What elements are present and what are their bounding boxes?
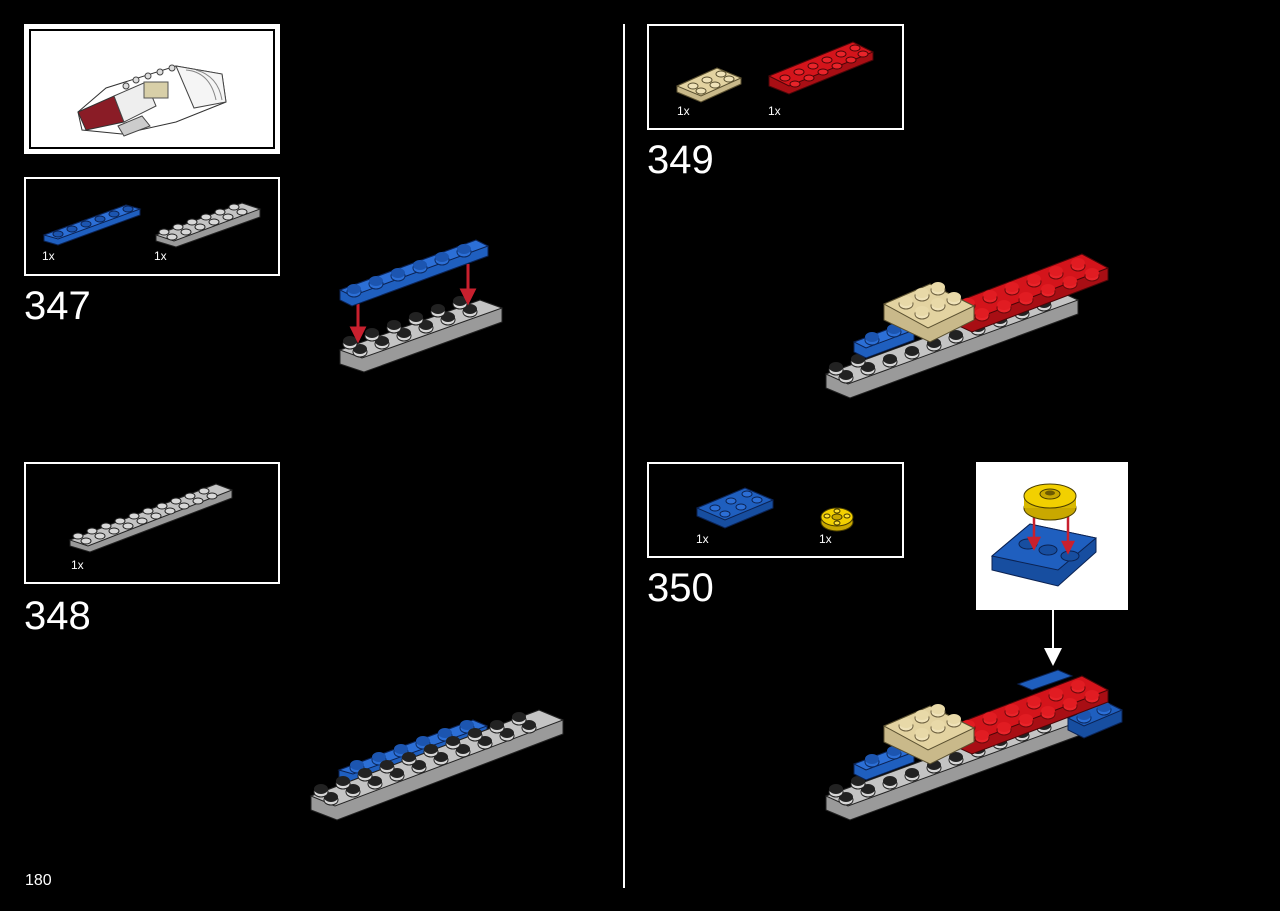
grey-plate-2x6: [154, 202, 262, 248]
model-preview: [24, 24, 280, 154]
step-350-number: 350: [647, 566, 714, 610]
step-349-build-image: [824, 253, 1110, 399]
step-347-parts-box: 1x 1x: [24, 177, 280, 276]
step-347-parts-image: [42, 202, 262, 248]
step-349-number: 349: [647, 138, 714, 182]
red-plate-2x6: [767, 41, 875, 95]
step-349-parts-image: [675, 41, 875, 103]
preview-frame: [29, 29, 275, 149]
yellow-round-plate-2x2: [820, 507, 854, 532]
tan-plate-2x3: [675, 67, 743, 103]
step-349-qty-red: 1x: [768, 104, 781, 118]
step-350-subassembly-image: [990, 483, 1098, 587]
blue-plate-1x6: [42, 204, 142, 246]
step-348-build-image: [309, 709, 565, 821]
step-350-parts-image: [695, 487, 854, 532]
model-preview-image: [77, 64, 227, 137]
step-347-qty-blue: 1x: [42, 249, 55, 263]
step-350-parts-box: 1x 1x: [647, 462, 904, 558]
step-350-subassembly-inset: [976, 462, 1128, 610]
step-349-parts-box: 1x 1x: [647, 24, 904, 130]
step-347-build-image: [338, 239, 504, 373]
blue-plate-2x3: [695, 487, 775, 529]
step-347-qty-grey: 1x: [154, 249, 167, 263]
step-350-qty-yellow: 1x: [819, 532, 832, 546]
step-350-qty-blue: 1x: [696, 532, 709, 546]
step-350-build-image: [824, 669, 1124, 821]
step-348-number: 348: [24, 594, 91, 638]
page-divider: [623, 24, 625, 888]
step-347-number: 347: [24, 284, 91, 328]
step-348-parts-box: 1x: [24, 462, 280, 584]
page-number: 180: [25, 872, 52, 889]
subassembly-arrow: [1044, 610, 1062, 666]
step-348-parts-image: [68, 483, 234, 553]
grey-plate-2x10: [68, 483, 234, 553]
step-348-qty-grey: 1x: [71, 558, 84, 572]
step-349-qty-tan: 1x: [677, 104, 690, 118]
